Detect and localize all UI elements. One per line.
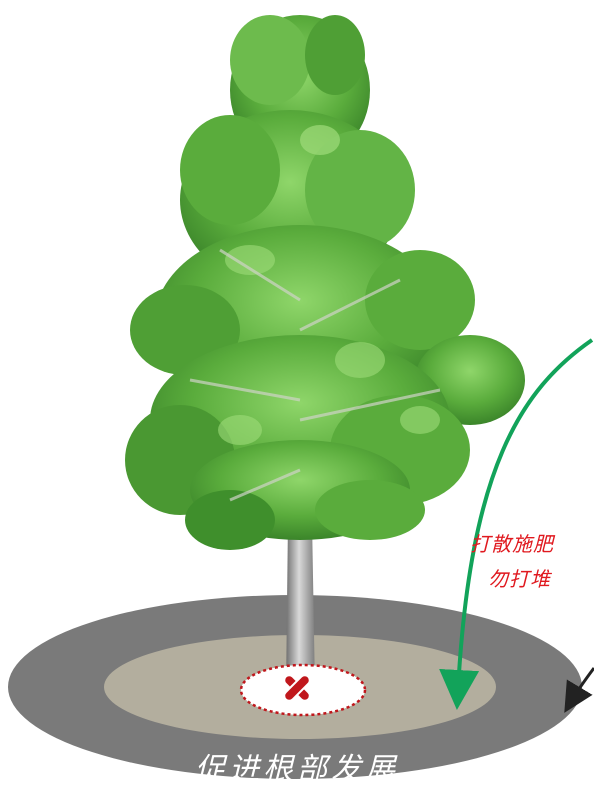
x-mark-icon xyxy=(283,674,311,702)
tree-trunk xyxy=(286,520,315,690)
small-arrow-icon xyxy=(564,667,594,713)
tree-canopy xyxy=(125,15,525,550)
caption-root-development: 促进根部发展 xyxy=(195,752,399,787)
curved-arrow-icon xyxy=(439,338,594,710)
annotation-scatter-fertilizer: 打散施肥 xyxy=(470,532,554,556)
annotation-no-pile: 勿打堆 xyxy=(488,567,551,591)
